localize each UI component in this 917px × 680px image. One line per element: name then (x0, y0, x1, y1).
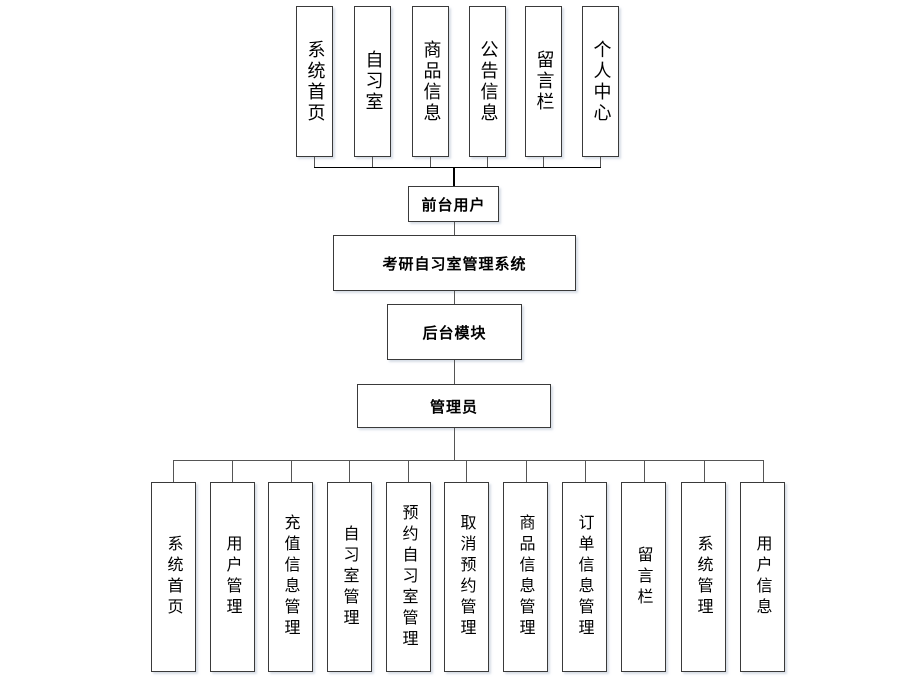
backend-node: 取消预约管理 (444, 482, 489, 672)
node-label: 考研自习室管理系统 (382, 254, 527, 273)
node-label: 商品信息管理 (516, 514, 536, 640)
connector (487, 157, 488, 168)
connector (644, 460, 645, 482)
connector (454, 360, 455, 384)
node-label: 用户管理 (223, 535, 243, 619)
node-label: 取消预约管理 (457, 514, 477, 640)
connector-bus (314, 167, 601, 168)
connector (454, 428, 455, 461)
connector (454, 222, 455, 235)
node-label: 订单信息管理 (575, 514, 595, 640)
node-label: 系统管理 (694, 535, 714, 619)
node-label: 前台用户 (421, 195, 486, 214)
connector (314, 157, 315, 168)
connector (763, 460, 764, 482)
node-label: 自习室管理 (340, 524, 360, 630)
admin-node: 管理员 (357, 384, 551, 428)
backend-node: 订单信息管理 (562, 482, 607, 672)
frontend-user-node: 前台用户 (408, 186, 499, 222)
frontend-node: 商品信息 (412, 6, 449, 157)
frontend-node: 个人中心 (582, 6, 619, 157)
connector (704, 460, 705, 482)
node-label: 自习室 (362, 50, 384, 113)
backend-node: 留言栏 (621, 482, 666, 672)
backend-node: 系统首页 (151, 482, 196, 672)
node-label: 后台模块 (422, 323, 487, 342)
node-label: 个人中心 (590, 39, 612, 124)
frontend-node: 自习室 (354, 6, 391, 157)
connector (408, 460, 409, 482)
backend-node: 系统管理 (681, 482, 726, 672)
node-label: 公告信息 (477, 39, 499, 124)
backend-node: 用户管理 (210, 482, 255, 672)
node-label: 商品信息 (420, 39, 442, 124)
connector (232, 460, 233, 482)
node-label: 充值信息管理 (281, 514, 301, 640)
connector (466, 460, 467, 482)
connector (372, 157, 373, 168)
backend-node: 自习室管理 (327, 482, 372, 672)
connector (543, 157, 544, 168)
backend-node: 商品信息管理 (503, 482, 548, 672)
connector (291, 460, 292, 482)
system-root-node: 考研自习室管理系统 (333, 235, 576, 291)
node-label: 留言栏 (634, 545, 654, 609)
node-label: 系统首页 (304, 39, 326, 124)
frontend-node: 留言栏 (525, 6, 562, 157)
node-label: 预约自习室管理 (399, 503, 419, 651)
connector (454, 291, 455, 304)
connector (585, 460, 586, 482)
connector (430, 157, 431, 168)
connector (600, 157, 601, 168)
frontend-node: 系统首页 (296, 6, 333, 157)
node-label: 留言栏 (533, 50, 555, 113)
connector (349, 460, 350, 482)
node-label: 管理员 (429, 397, 478, 416)
backend-node: 用户信息 (740, 482, 785, 672)
connector (526, 460, 527, 482)
connector-bus (173, 460, 764, 461)
frontend-node: 公告信息 (469, 6, 506, 157)
backend-node: 预约自习室管理 (386, 482, 431, 672)
connector (173, 460, 174, 482)
backend-module-node: 后台模块 (387, 304, 522, 360)
node-label: 用户信息 (753, 535, 773, 619)
node-label: 系统首页 (164, 535, 184, 619)
connector (453, 167, 455, 186)
backend-node: 充值信息管理 (268, 482, 313, 672)
